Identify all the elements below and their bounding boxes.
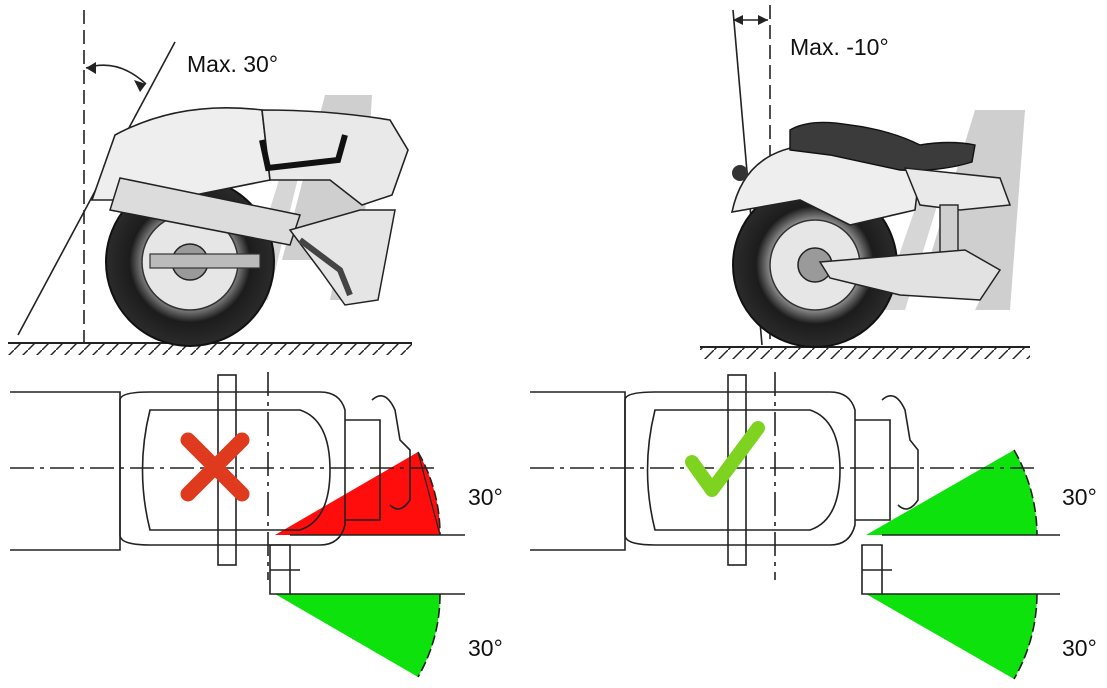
grab-handle-left	[259, 134, 348, 172]
sector-upper-right	[866, 450, 1037, 535]
vehicle-outline-right	[530, 372, 1060, 595]
top-view-right: 30° 30°	[530, 372, 1097, 680]
side-view-right: Max. -10°	[700, 5, 1030, 359]
sector-label-lower-left: 30°	[468, 635, 503, 661]
side-view-left: Max. 30°	[8, 10, 412, 355]
exhaust-left	[109, 177, 301, 246]
sector-label-upper-left: 30°	[468, 484, 503, 510]
sector-lower-right	[866, 594, 1037, 679]
arrowhead-left-a	[86, 62, 96, 74]
sector-lower-left	[275, 594, 441, 677]
tail-body-right	[903, 167, 1012, 211]
max-angle-label-left: Max. 30°	[187, 51, 278, 77]
sector-label-upper-right: 30°	[1062, 484, 1097, 510]
arrowhead-right-b	[758, 15, 768, 25]
check-icon	[685, 421, 765, 497]
cross-icon	[180, 432, 250, 502]
ground-left	[8, 342, 412, 355]
swingarm-left	[288, 209, 396, 306]
arrowhead-left-b	[134, 80, 146, 92]
max-angle-label-right: Max. -10°	[790, 34, 889, 60]
sector-label-lower-right: 30°	[1062, 635, 1097, 661]
arrowhead-right-a	[733, 15, 743, 25]
ground-right	[700, 346, 1030, 359]
top-view-left: 30° 30°	[10, 372, 503, 678]
motorcycle-rear-left	[90, 106, 409, 347]
seat-right	[789, 121, 976, 171]
motorcycle-rear-right	[730, 121, 1012, 348]
sector-upper-left	[275, 452, 441, 535]
swingarm-right	[818, 249, 1002, 301]
